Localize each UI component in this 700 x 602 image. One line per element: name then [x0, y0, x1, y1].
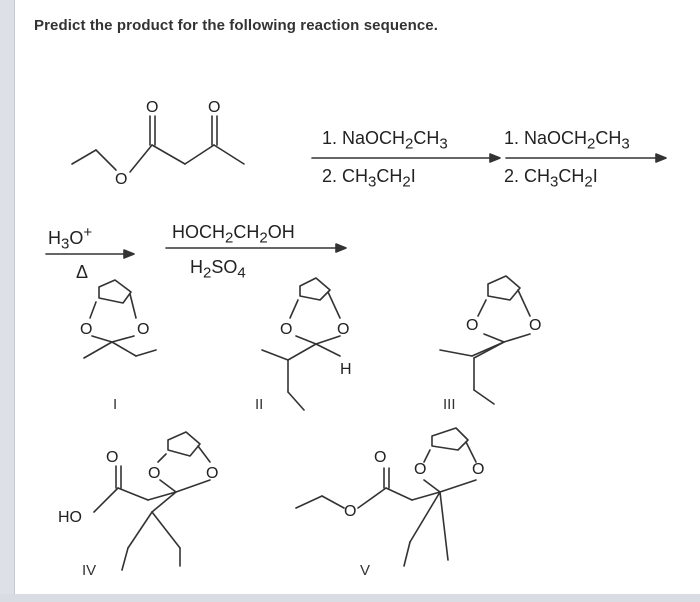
atom-o-4a: O — [148, 465, 160, 482]
atom-o-5b: O — [472, 461, 484, 478]
atom-o-5-ester: O — [344, 503, 356, 520]
question-text: Predict the product for the following re… — [34, 17, 438, 34]
atom-o-2b: O — [337, 321, 349, 338]
atom-o-1a: O — [80, 321, 92, 338]
answer-label-5: V — [360, 562, 371, 579]
atom-o-4b: O — [206, 465, 218, 482]
answer-structure-1 — [83, 279, 157, 359]
arrow-step-2 — [505, 153, 667, 163]
starting-material-structure — [71, 115, 245, 173]
step3-heat-symbol: Δ — [76, 262, 89, 282]
atom-o-ketone: O — [208, 99, 220, 116]
answer-label-2: II — [255, 396, 264, 413]
answer-label-1: I — [113, 396, 118, 413]
answer-structure-2 — [261, 277, 341, 411]
step4-reagent-acid: H2SO4 — [190, 257, 246, 282]
atom-o-ester-carbonyl: O — [146, 99, 158, 116]
left-sidebar-strip — [0, 0, 15, 602]
atom-h-2: H — [340, 361, 352, 378]
atom-o-4-carbonyl: O — [106, 449, 118, 466]
atom-labels: O O O O O O O H O O O O O HO O O O O — [58, 99, 541, 526]
atom-o-1b: O — [137, 321, 149, 338]
step2-reagent-2: 2. CH3CH2I — [504, 166, 598, 191]
atom-o-5a: O — [414, 461, 426, 478]
step1-reagent-2: 2. CH3CH2I — [322, 166, 416, 191]
arrow-step-3 — [45, 249, 135, 259]
answer-structure-3 — [439, 275, 531, 405]
answer-label-3: III — [443, 396, 456, 413]
arrow-step-1 — [311, 153, 501, 163]
answer-structure-4 — [93, 431, 211, 571]
atom-o-ester: O — [115, 171, 127, 188]
atom-o-3b: O — [529, 317, 541, 334]
arrow-step-4 — [165, 243, 347, 253]
atom-o-5-carbonyl: O — [374, 449, 386, 466]
step1-reagent-1: 1. NaOCH2CH3 — [322, 128, 448, 153]
atom-o-2a: O — [280, 321, 292, 338]
step3-reagent-acid: H3O+ — [48, 224, 93, 253]
atom-ho-4: HO — [58, 509, 82, 526]
bottom-strip — [0, 594, 700, 602]
step2-reagent-1: 1. NaOCH2CH3 — [504, 128, 630, 153]
answer-structure-5 — [295, 427, 477, 567]
step4-reagent-diol: HOCH2CH2OH — [172, 222, 295, 247]
answer-label-4: IV — [82, 562, 97, 579]
atom-o-3a: O — [466, 317, 478, 334]
